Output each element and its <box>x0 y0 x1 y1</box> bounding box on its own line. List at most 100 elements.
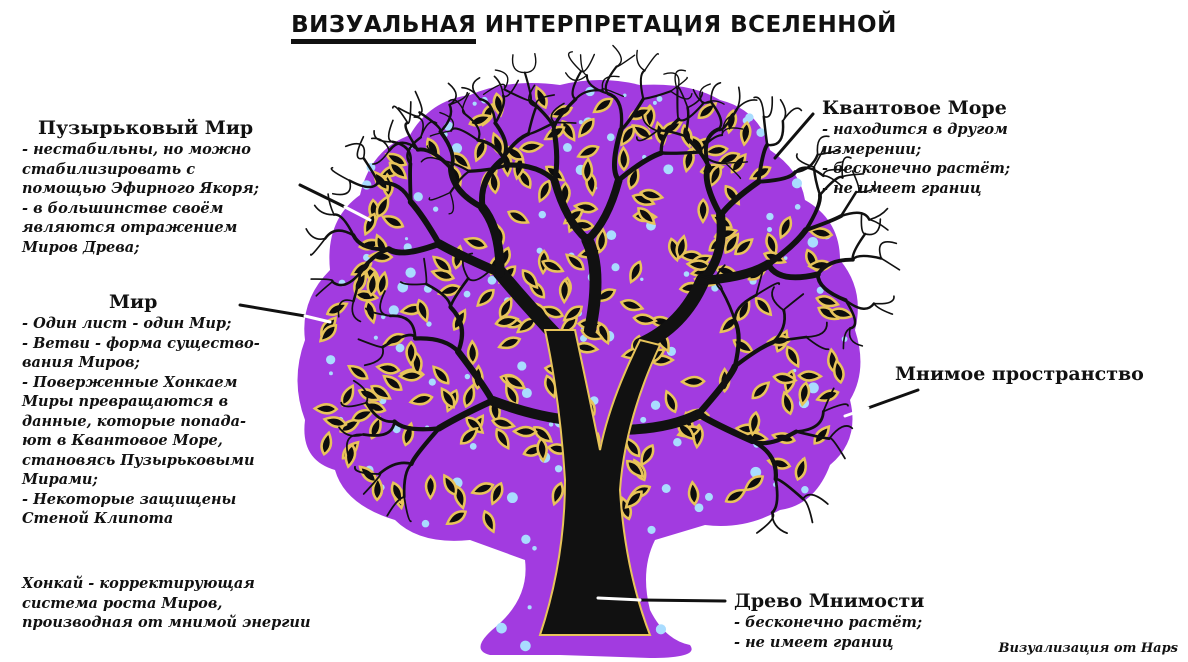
credit: Визуализация от Haps <box>998 641 1178 656</box>
branch <box>438 129 455 171</box>
leaf <box>573 341 600 354</box>
branch <box>670 90 693 100</box>
world-block: Мир - Один лист - один Мир; - Ветви - фо… <box>22 290 260 529</box>
branch <box>467 267 493 282</box>
leaf <box>617 145 630 172</box>
branch <box>340 401 368 408</box>
branch <box>612 44 622 68</box>
bubble <box>694 503 704 513</box>
world-line: - Ветви - форма существо- <box>22 334 260 352</box>
branch <box>686 91 704 109</box>
branch <box>793 153 819 174</box>
bubble <box>548 422 554 427</box>
branch <box>642 90 672 101</box>
bubble <box>472 101 477 106</box>
pointer-bubble-world <box>298 183 347 209</box>
bubble <box>640 416 647 423</box>
leaf <box>675 234 688 260</box>
leaf <box>562 305 584 322</box>
branch <box>479 157 505 211</box>
branch <box>635 130 659 142</box>
branch <box>619 97 645 132</box>
bubble <box>807 236 819 248</box>
branch <box>864 218 882 236</box>
branch <box>606 92 624 132</box>
branch <box>524 52 537 74</box>
branch <box>802 493 829 505</box>
branch <box>429 130 452 137</box>
quantum-sea-block: Квантовое Море - находится в другом изме… <box>822 96 1010 198</box>
leaf <box>506 210 530 224</box>
leaf <box>431 255 452 273</box>
leaf <box>743 475 765 492</box>
branch <box>527 105 538 136</box>
pointer-imaginary-tree-tip <box>596 596 642 602</box>
world-line: становясь Пузырьковыми <box>22 451 255 469</box>
bubble <box>463 290 471 298</box>
imaginary-tree-heading: Древо Мнимости <box>734 590 925 612</box>
imaginary-space-heading: Мнимое пространство <box>895 363 1144 385</box>
bubble <box>704 492 713 501</box>
leaf <box>408 393 434 406</box>
bubble <box>750 466 762 478</box>
leaf <box>637 207 656 226</box>
leaf <box>357 388 382 402</box>
bubble-world-line: - нестабильны, но можно <box>22 141 251 158</box>
branch <box>310 237 326 256</box>
bubble <box>801 486 809 494</box>
branch <box>461 92 470 116</box>
branch <box>523 71 533 102</box>
bubble <box>521 534 531 544</box>
bubble <box>652 100 657 105</box>
branch <box>848 327 864 347</box>
branch <box>357 338 384 349</box>
bubble <box>404 237 409 241</box>
leaf <box>626 459 645 479</box>
branch <box>733 293 758 323</box>
honkai-note-line: Хонкай - корректирующая <box>22 575 255 592</box>
bubble <box>421 519 430 528</box>
leaf <box>779 215 793 240</box>
branch <box>391 140 412 166</box>
branch <box>724 162 742 180</box>
branch <box>674 69 687 92</box>
branch <box>822 387 835 413</box>
bubble <box>611 263 620 272</box>
tree-trunk <box>538 329 662 636</box>
branch <box>331 179 352 196</box>
bubble <box>640 277 644 281</box>
branch <box>330 166 351 182</box>
branch <box>352 379 369 404</box>
quantum-sea-heading: Квантовое Море <box>822 97 1007 119</box>
bubble-world-line: - в большинстве своём <box>22 199 224 217</box>
branch <box>659 150 701 155</box>
branch <box>313 204 335 216</box>
leaf <box>629 260 643 285</box>
branch <box>371 149 391 165</box>
imaginary-space-block: Мнимое пространство <box>895 362 1144 386</box>
branch <box>844 298 876 310</box>
branch <box>641 114 659 132</box>
leaf <box>494 315 520 328</box>
leaf <box>541 259 565 273</box>
branch <box>756 511 775 534</box>
leaf <box>581 156 594 183</box>
branch <box>550 177 592 244</box>
branch <box>414 90 423 114</box>
title-rest: ИНТЕРПРЕТАЦИЯ ВСЕЛЕННОЙ <box>484 12 897 38</box>
branch <box>386 495 406 517</box>
leaf <box>504 374 527 390</box>
title-underlined: ВИЗУАЛЬНАЯ <box>291 12 477 44</box>
branch <box>571 70 583 101</box>
branch <box>315 280 334 297</box>
branch <box>702 100 725 105</box>
leaf <box>815 389 840 402</box>
branch <box>816 149 840 156</box>
branch <box>873 295 895 305</box>
branch <box>756 170 798 184</box>
bubble <box>661 484 671 493</box>
branch <box>476 138 509 167</box>
bubble <box>663 164 674 175</box>
bubble-world-line: стабилизировать с <box>22 160 196 178</box>
branch <box>839 211 871 221</box>
